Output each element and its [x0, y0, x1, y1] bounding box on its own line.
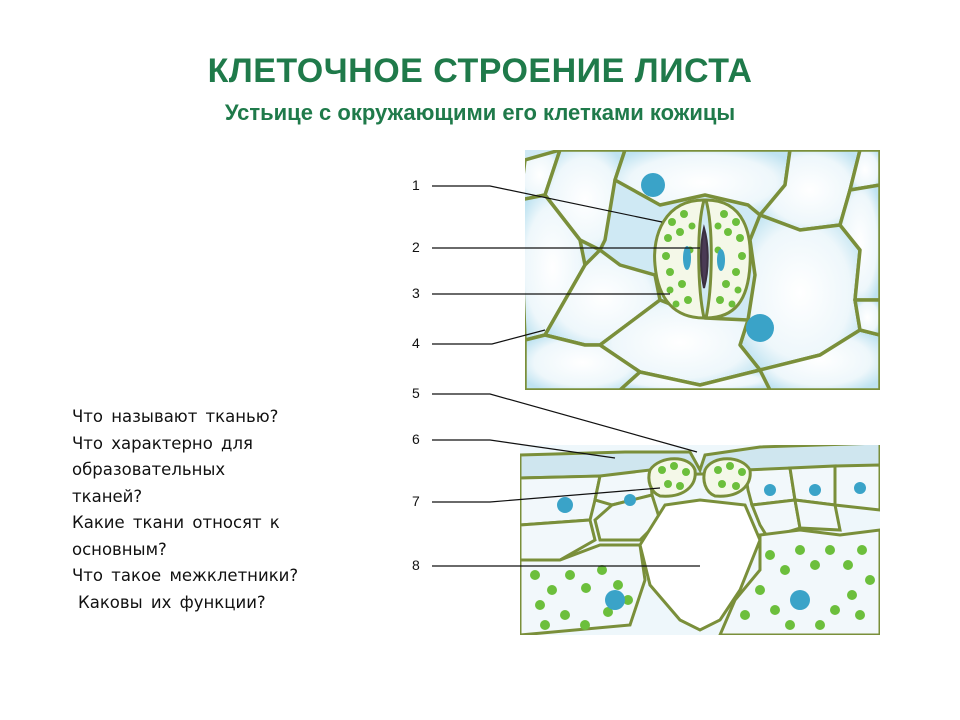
label-3: 3 — [412, 285, 420, 301]
leader-line-7 — [432, 487, 661, 503]
chloroplasts-mesophyll — [530, 545, 875, 630]
leader-lines — [432, 185, 700, 567]
cell-nucleus — [764, 484, 776, 496]
cell-nucleus — [746, 314, 774, 342]
page-subtitle: Устьице с окружающими его клетками кожиц… — [224, 100, 736, 125]
guard-nucleus — [683, 246, 691, 270]
question-item: Каковы их функции? — [78, 592, 266, 612]
question-item: основным? — [72, 539, 167, 559]
epidermis-top-view — [525, 150, 880, 390]
leader-line-1 — [432, 185, 663, 223]
epidermal-cell — [520, 518, 597, 562]
label-2: 2 — [412, 239, 420, 255]
epidermal-cell — [758, 328, 880, 390]
epidermal-cell — [853, 298, 880, 337]
questions-list: Что называют тканью? Что характерно для … — [72, 404, 372, 616]
question-item: Что называют тканью? — [72, 407, 279, 426]
epidermal-cell — [838, 183, 880, 302]
question-item: образовательных — [72, 460, 226, 479]
question-item: тканей? — [72, 486, 143, 506]
page-title: КЛЕТОЧНОЕ СТРОЕНИЕ ЛИСТА — [207, 52, 753, 90]
leader-line-5 — [432, 393, 698, 453]
mesophyll-cell — [718, 528, 880, 635]
label-7: 7 — [412, 493, 420, 509]
cell-nucleus — [809, 484, 821, 496]
label-4: 4 — [412, 335, 420, 351]
label-6: 6 — [412, 431, 420, 447]
label-5: 5 — [412, 385, 420, 401]
question-item: Что такое межклетники? — [72, 566, 299, 585]
epidermal-cell — [793, 498, 842, 532]
chloroplasts-section-guard — [658, 462, 746, 490]
leader-line-6 — [432, 439, 616, 459]
question-item: Что характерно для — [72, 433, 253, 453]
leader-line-4 — [432, 329, 546, 345]
question-item: Какие ткани относят к — [72, 513, 280, 532]
cell-nucleus — [624, 494, 636, 506]
cell-nucleus — [790, 590, 810, 610]
cell-nucleus — [557, 497, 573, 513]
epidermal-cell — [525, 333, 642, 390]
cell-nucleus — [605, 590, 625, 610]
cell-nucleus — [854, 482, 866, 494]
substomatal-cavity — [638, 498, 762, 632]
epidermal-cell — [848, 150, 880, 192]
label-8: 8 — [412, 557, 420, 573]
label-1: 1 — [412, 177, 420, 193]
guard-nucleus — [717, 249, 725, 271]
cell-nucleus — [641, 173, 665, 197]
leaf-cross-section — [520, 445, 880, 635]
epidermal-cell — [593, 493, 662, 542]
stomatal-pore — [700, 224, 709, 289]
